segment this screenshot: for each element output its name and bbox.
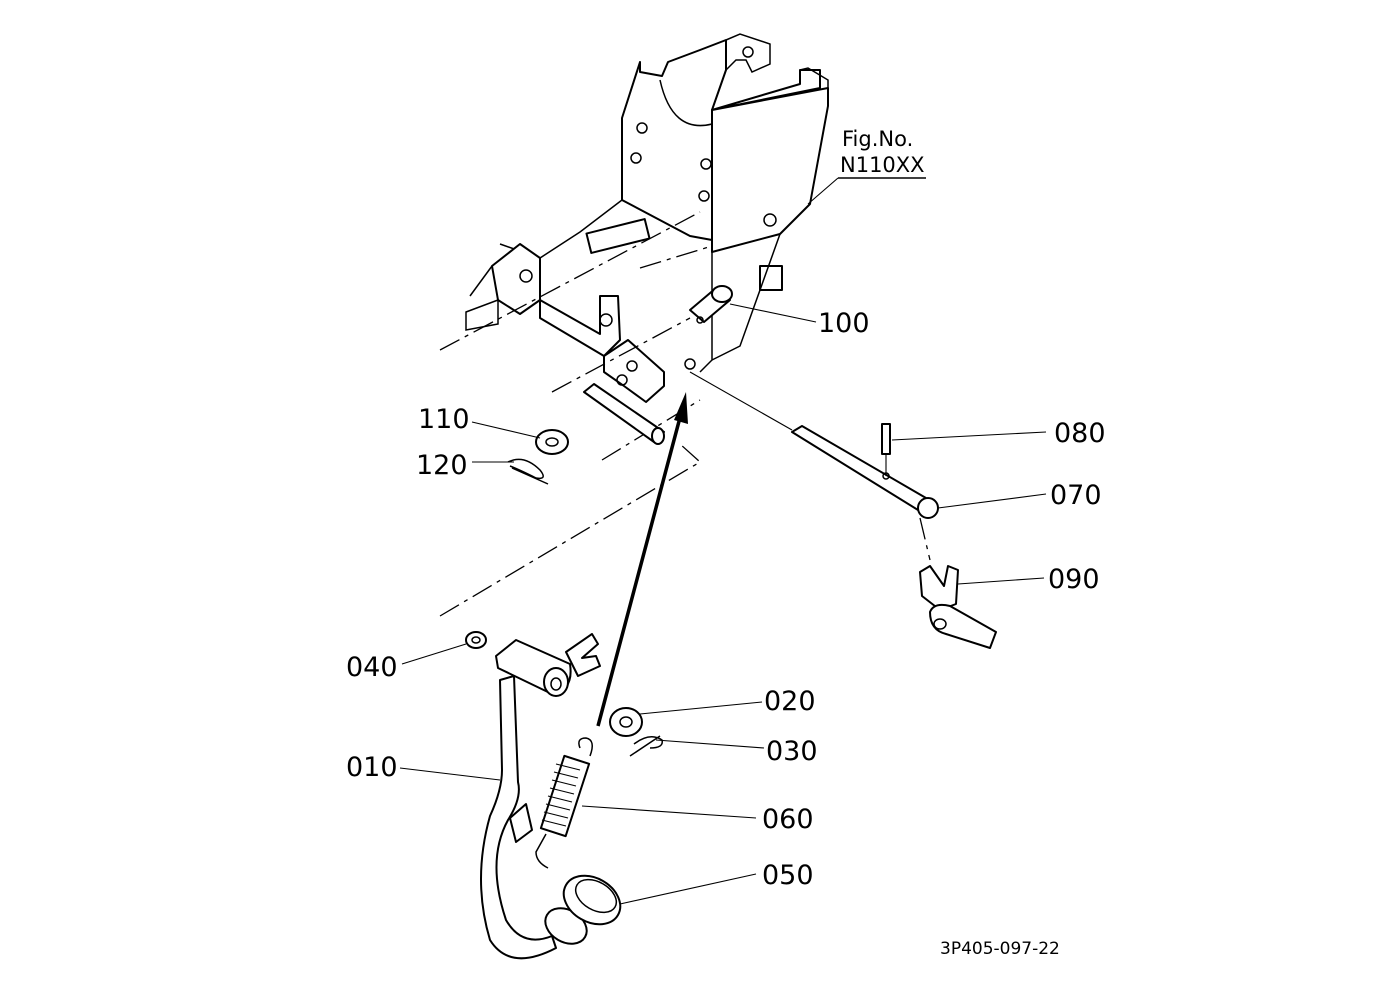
cotter-pin-030 (629, 735, 765, 757)
callout-090: 090 (1048, 564, 1100, 595)
callout-120: 120 (416, 450, 468, 481)
cotter-pin-120 (472, 458, 549, 485)
pivot-shaft (583, 383, 665, 445)
return-spring-060 (535, 737, 757, 869)
callout-010: 010 (346, 752, 398, 783)
assembly-arrow (439, 392, 702, 727)
pedal-arm-010 (399, 633, 601, 960)
callout-100: 100 (818, 308, 870, 339)
fig-label: Fig.No. (842, 127, 913, 151)
callout-110: 110 (418, 404, 470, 435)
fig-number: N110XX (840, 153, 925, 177)
linkage-rod-070 (689, 371, 1047, 561)
callout-020: 020 (764, 686, 816, 717)
washer-020 (609, 701, 763, 737)
callout-060: 060 (762, 804, 814, 835)
circlip-040 (401, 631, 487, 665)
drawing-code: 3P405-097-22 (940, 939, 1060, 959)
spring-pin-080 (881, 423, 1047, 476)
clevis-pin-100 (689, 285, 817, 324)
callout-070: 070 (1050, 480, 1102, 511)
washer-110 (471, 421, 569, 455)
callout-030: 030 (766, 736, 818, 767)
figure-label: Fig.No. N110XX (807, 127, 926, 205)
pedal-pad-050 (544, 873, 757, 945)
callout-040: 040 (346, 652, 398, 683)
callout-080: 080 (1054, 418, 1106, 449)
frame-bracket (439, 33, 829, 461)
rod-yoke-090 (919, 565, 1045, 649)
callout-050: 050 (762, 860, 814, 891)
